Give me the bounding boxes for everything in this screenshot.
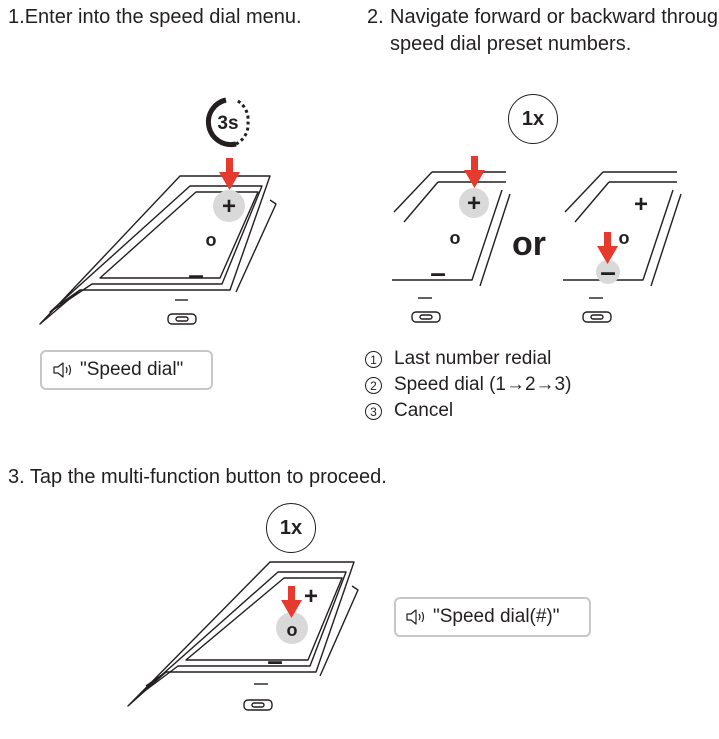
step-1-text: Enter into the speed dial menu.: [24, 6, 302, 28]
list-item: 1 Last number redial: [365, 346, 571, 372]
center-button-label-2a: o: [450, 228, 461, 248]
center-button-label-3: o: [287, 620, 298, 640]
speaker-icon: [406, 609, 425, 625]
device-illustration-1: 3s + o –: [39, 97, 277, 325]
minus-button-label: –: [188, 259, 204, 290]
plus-button-label: +: [222, 193, 236, 220]
device-illustration-2a: + o –: [392, 156, 511, 323]
list-item: 3 Cancel: [365, 398, 571, 424]
step-1-number: 1.: [8, 6, 25, 28]
plus-button-label-2b: +: [634, 191, 648, 218]
plus-button-label-2a: +: [467, 190, 481, 217]
step-2-instruction: 2. Navigate forward or backward through s…: [367, 4, 719, 58]
option-label: Last number redial: [394, 348, 552, 369]
option-label: Cancel: [394, 400, 454, 421]
option-label: Speed dial (1→2→3): [394, 374, 572, 395]
step-3-instruction: 3. Tap the multi-function button to proc…: [8, 464, 628, 491]
press-arrow-icon: [464, 156, 485, 188]
step-2-text: Navigate forward or backward through spe…: [390, 6, 719, 55]
step-3-number: 3.: [8, 466, 25, 488]
center-button-label-2b: o: [619, 228, 630, 248]
plus-highlight: [213, 190, 245, 222]
timer-label: 3s: [217, 113, 238, 134]
step-1-instruction: 1.Enter into the speed dial menu.: [8, 4, 328, 31]
plus-button-label-3: +: [304, 583, 318, 610]
voice-prompt-2: "Speed dial(#)": [394, 597, 591, 637]
voice-prompt-1: "Speed dial": [40, 350, 213, 390]
step-3-text: Tap the multi-function button to proceed…: [29, 466, 387, 488]
option-marker: 2: [365, 376, 382, 394]
option-marker: 1: [365, 350, 382, 368]
speaker-icon: [53, 362, 72, 378]
device-illustration-3: + o –: [127, 561, 359, 711]
press-count-badge-2: 1x: [508, 94, 558, 144]
timer-icon: 3s: [205, 97, 250, 148]
press-arrow-icon: [281, 586, 302, 618]
device-illustration-2b: + o –: [563, 171, 682, 323]
voice-prompt-2-text: "Speed dial(#)": [433, 606, 560, 627]
option-marker: 3: [365, 402, 382, 420]
or-label: or: [512, 225, 546, 263]
list-item: 2 Speed dial (1→2→3): [365, 372, 571, 398]
minus-button-label-2a: –: [430, 257, 446, 288]
press-count-badge-3: 1x: [266, 503, 316, 553]
press-arrow-icon: [219, 158, 240, 190]
minus-button-label-3: –: [267, 645, 283, 676]
minus-button-label-2b: –: [600, 256, 616, 287]
press-arrow-icon: [597, 232, 618, 264]
options-list: 1 Last number redial 2 Speed dial (1→2→3…: [365, 346, 571, 424]
voice-prompt-1-text: "Speed dial": [80, 359, 184, 380]
step-2-number: 2.: [367, 6, 384, 28]
center-button-label: o: [206, 230, 217, 250]
